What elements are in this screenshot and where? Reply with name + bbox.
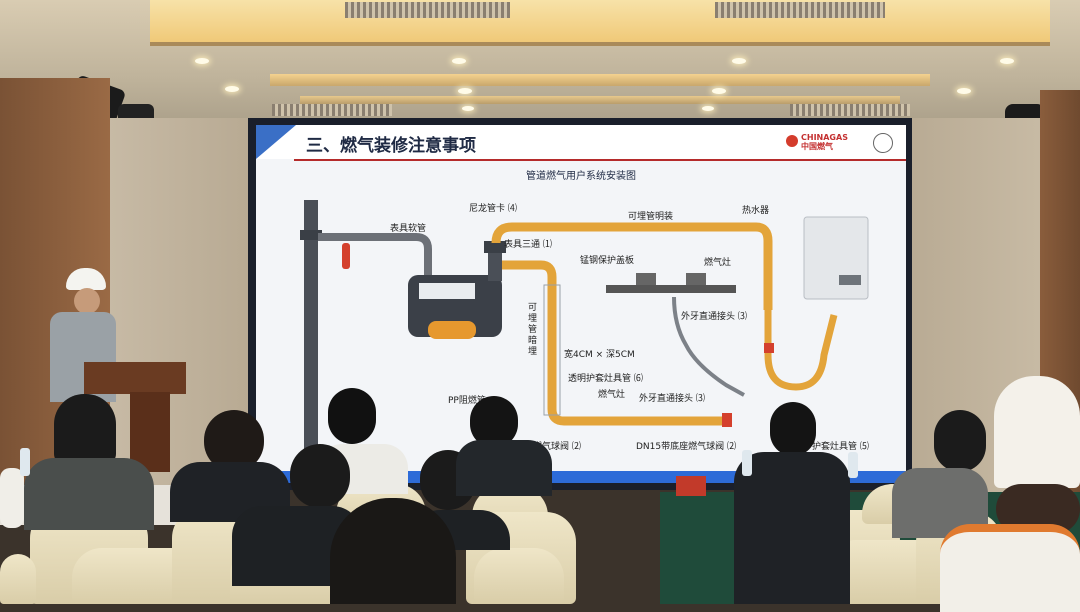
water-bottle xyxy=(742,450,752,476)
audience-body xyxy=(734,452,850,604)
podium-top xyxy=(84,362,186,394)
audience-head xyxy=(934,410,986,472)
downlight xyxy=(452,58,466,64)
downlight xyxy=(957,88,971,94)
downlight xyxy=(732,58,746,64)
riser-valve-handle xyxy=(342,243,350,269)
label-trench-size: 宽4CM × 深5CM xyxy=(564,350,635,360)
water-bottle xyxy=(20,448,30,476)
chef-jacket xyxy=(940,524,1080,612)
stove-hose xyxy=(672,296,745,397)
label-gas-stove-top: 燃气灶 xyxy=(704,258,732,268)
label-dn15-ball-valve: DN15带底座燃气球阀 ⑵ xyxy=(636,442,736,452)
audience-head xyxy=(290,444,350,508)
water-bottle xyxy=(848,452,858,478)
slide-title: 三、燃气装修注意事项 xyxy=(306,136,476,156)
stove-burner-left xyxy=(636,273,656,285)
label-buried-exposed: 可埋管明装 xyxy=(628,212,674,222)
audience-body xyxy=(456,440,552,496)
exposed-pipe-run xyxy=(491,222,773,310)
chair xyxy=(474,548,564,604)
label-nylon-clip: 尼龙管卡 ⑷ xyxy=(469,204,517,214)
slide-title-underline xyxy=(294,159,906,161)
label-outer-connector-1: 外牙直通接头 ⑶ xyxy=(681,312,747,322)
meter-hose xyxy=(318,233,432,277)
label-gas-stove-bottom: 燃气灶 xyxy=(598,390,626,400)
audience-head-foreground xyxy=(330,498,456,604)
label-buried-pipe: 可埋管暗埋 xyxy=(528,303,538,357)
ceiling-vent-right xyxy=(715,2,885,18)
audience-head xyxy=(54,394,116,464)
projection-screen: 三、燃气装修注意事项 CHINAGAS 中国燃气 管道燃气用户系统安装图 xyxy=(256,125,906,483)
meter-display xyxy=(419,283,475,299)
label-meter-hose: 表具软管 xyxy=(390,224,427,234)
label-cover-plate: 锰钢保护盖板 xyxy=(580,256,635,266)
ceiling-vent-left xyxy=(345,2,510,18)
podium-stand xyxy=(130,392,170,472)
chinagas-logo: CHINAGAS 中国燃气 xyxy=(801,133,848,151)
chair xyxy=(0,554,36,604)
gas-stove xyxy=(606,285,736,293)
heater-valve xyxy=(764,343,774,353)
chef-hat xyxy=(994,376,1080,488)
meter-label-plate xyxy=(428,321,476,339)
label-outer-connector-2: 外牙直通接头 ⑶ xyxy=(639,394,705,404)
presenter-face xyxy=(74,288,100,314)
downlight xyxy=(462,106,474,111)
audience-head xyxy=(204,410,264,472)
downlight xyxy=(712,88,726,94)
audience-head xyxy=(470,396,518,448)
meter-tee xyxy=(484,241,506,253)
trench xyxy=(543,284,561,416)
emblem-icon xyxy=(873,133,893,153)
downlight xyxy=(195,58,209,64)
ceiling-band xyxy=(270,74,930,86)
label-meter-tee: 表具三通 ⑴ xyxy=(504,240,552,250)
red-box-on-table xyxy=(676,476,706,496)
gas-installation-diagram xyxy=(300,200,869,450)
audience-head xyxy=(770,402,816,456)
downlight xyxy=(458,88,472,94)
downlight xyxy=(1000,58,1014,64)
riser-fitting xyxy=(300,230,322,240)
ceiling-light-recess xyxy=(150,0,1050,46)
meter-outlet-pipe xyxy=(488,247,502,281)
stove-burner-right xyxy=(686,273,706,285)
label-pp-tape: PP阻燃管 xyxy=(448,396,486,406)
audience-shirt xyxy=(0,468,24,528)
heater-pipe xyxy=(764,305,838,391)
ceiling-vent-lower-left xyxy=(272,104,392,116)
audience-head xyxy=(328,388,376,444)
riser-pipe xyxy=(304,200,318,450)
label-water-heater: 热水器 xyxy=(742,206,770,216)
logo-text-cn: 中国燃气 xyxy=(801,142,833,151)
chinagas-logo-icon xyxy=(786,135,798,147)
label-stove-pipe-right: 护套灶具管 ⑸ xyxy=(812,442,869,452)
stove-valve xyxy=(722,413,732,427)
buried-pipe-run xyxy=(502,260,726,426)
presenter-hard-hat xyxy=(66,268,106,290)
water-heater-display xyxy=(839,275,861,285)
downlight xyxy=(225,86,239,92)
ceiling-vent-lower-right xyxy=(790,104,910,116)
label-transparent-sleeve: 透明护套灶具管 ⑹ xyxy=(568,374,643,384)
slide-corner-accent xyxy=(256,125,296,159)
downlight xyxy=(702,106,714,111)
ceiling-band-lower xyxy=(300,96,900,104)
diagram-title: 管道燃气用户系统安装图 xyxy=(526,171,636,182)
water-heater xyxy=(803,216,869,300)
logo-text-en: CHINAGAS xyxy=(801,133,848,142)
audience-body xyxy=(24,458,154,530)
